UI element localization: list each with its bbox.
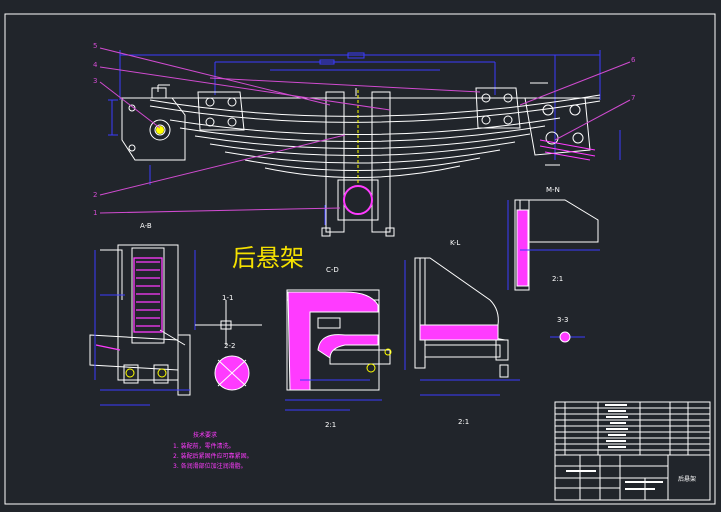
left-bracket: [121, 87, 186, 161]
view-11-22: [195, 300, 262, 391]
cd-bracket-section: [287, 291, 379, 391]
view-label-cd: C-D: [326, 266, 339, 274]
view-mn: [507, 199, 600, 291]
axle-section: [343, 185, 373, 215]
title-block-fill: [566, 404, 663, 490]
kl-section: [419, 324, 499, 341]
cd-bolt: [366, 363, 376, 373]
view-label-ab: A-B: [140, 222, 152, 230]
titleblock-name: 后悬架: [678, 475, 696, 483]
drawing-frame: [4, 13, 716, 505]
right-hanger: [475, 87, 521, 129]
callout-3: 3: [93, 77, 97, 85]
view-cd: [285, 289, 392, 411]
callout-1: 1: [93, 209, 97, 217]
callout-6: 6: [631, 56, 636, 64]
right-shackle-hatch: [539, 139, 596, 161]
callout-2: 2: [93, 191, 97, 199]
cd-lower-section: [317, 334, 379, 359]
note-3: 3. 各润滑部位加注润滑脂。: [173, 462, 247, 470]
scale-label-3: 2:1: [552, 275, 563, 283]
view-label-mn: M-N: [546, 186, 560, 194]
ab-bolt-a: [125, 368, 135, 378]
left-hanger: [197, 91, 245, 131]
mn-section: [516, 209, 529, 287]
left-pin-highlight: [156, 126, 164, 134]
callout-5: 5: [93, 42, 97, 50]
title-block: [554, 401, 711, 501]
drawing-title: 后悬架: [232, 244, 304, 272]
callout-7: 7: [631, 94, 635, 102]
cd-bolt-end: [384, 348, 392, 356]
view-label-33: 3-3: [557, 316, 568, 324]
ab-bolt-b: [157, 368, 167, 378]
note-2: 2. 装配后紧固件应可靠紧固。: [173, 452, 253, 460]
leaf-spring: [120, 94, 601, 179]
view-label-22: 2-2: [224, 342, 235, 350]
main-dimensions: [108, 50, 621, 225]
callout-4: 4: [93, 61, 98, 69]
view-ab: [89, 244, 196, 406]
view-label-kl: K-L: [450, 239, 460, 247]
note-1: 1. 装配前，零件清洗。: [173, 442, 235, 450]
notes-heading: 技术要求: [193, 431, 217, 439]
scale-label-1: 2:1: [325, 421, 336, 429]
view-kl: [404, 257, 520, 396]
view-33: [550, 331, 585, 343]
callout-leaders: [99, 47, 631, 214]
main-side-view: [108, 50, 621, 237]
view-label-11: 1-1: [222, 294, 233, 302]
scale-label-2: 2:1: [458, 418, 469, 426]
section-33-circle: [559, 331, 571, 343]
technical-notes: 技术要求 1. 装配前，零件清洗。 2. 装配后紧固件应可靠紧固。 3. 各润滑…: [173, 431, 253, 470]
section-marks: [157, 82, 560, 166]
